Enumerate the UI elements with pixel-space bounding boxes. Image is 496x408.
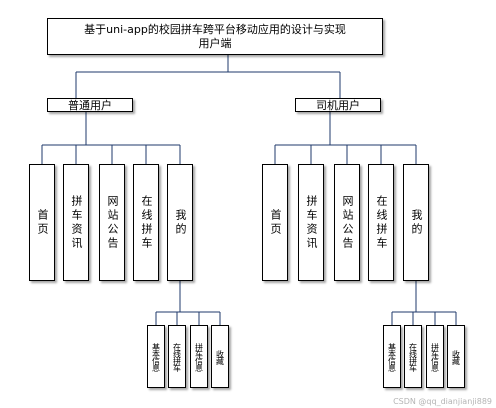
module-online-carpool: 在线拼车 xyxy=(368,164,394,281)
group-box-driver-user: 司机用户 xyxy=(295,98,381,112)
module-home: 首页 xyxy=(262,164,288,281)
module-mine: 我的 xyxy=(403,164,429,281)
submodule-favorites: 收藏 xyxy=(447,325,465,388)
submodule-online-carpool: 在线拼车 xyxy=(404,325,422,388)
module-home: 首页 xyxy=(29,164,55,281)
submodule-carpool-info: 拼车信息 xyxy=(190,325,208,388)
submodule-carpool-info: 拼车信息 xyxy=(426,325,444,388)
module-carpool-news: 拼车资讯 xyxy=(63,164,89,281)
submodule-basic-info: 基本信息 xyxy=(383,325,401,388)
root-title-line1: 基于uni-app的校园拼车跨平台移动应用的设计与实现 xyxy=(84,22,346,36)
submodule-online-carpool: 在线拼车 xyxy=(168,325,186,388)
submodule-favorites: 收藏 xyxy=(211,325,229,388)
module-online-carpool: 在线拼车 xyxy=(133,164,159,281)
root-title-line2: 用户端 xyxy=(198,36,232,50)
watermark: CSDN @qq_dianjianji889 xyxy=(393,397,492,406)
root-title-box: 基于uni-app的校园拼车跨平台移动应用的设计与实现 用户端 xyxy=(47,18,383,55)
group-box-ordinary-user: 普通用户 xyxy=(47,98,133,112)
module-mine: 我的 xyxy=(167,164,193,281)
submodule-basic-info: 基本信息 xyxy=(147,325,165,388)
module-site-notice: 网站公告 xyxy=(334,164,360,281)
module-carpool-news: 拼车资讯 xyxy=(298,164,324,281)
module-site-notice: 网站公告 xyxy=(99,164,125,281)
